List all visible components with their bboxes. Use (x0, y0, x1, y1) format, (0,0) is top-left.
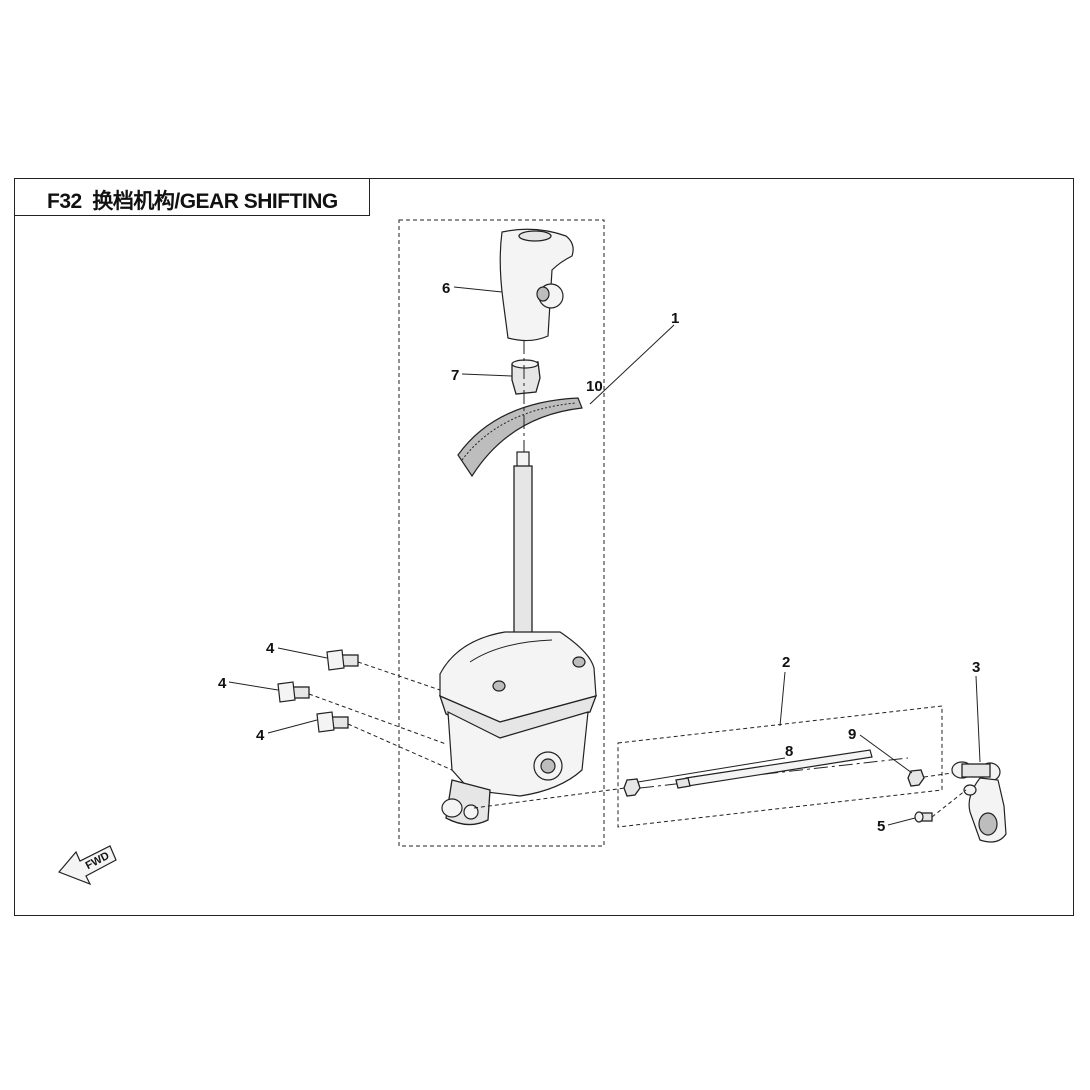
callout-10: 10 (586, 378, 603, 395)
screw-5 (914, 811, 933, 823)
assembly-group-box-1 (398, 219, 605, 847)
leader-5 (887, 817, 916, 826)
callout-4b: 4 (218, 675, 227, 692)
callout-3: 3 (972, 659, 980, 676)
nut-9 (907, 769, 925, 787)
title-code: F32 (47, 190, 82, 213)
title-cn: 换档机构 (92, 190, 175, 213)
leader-4a (277, 647, 328, 659)
bolt-middle (277, 681, 310, 703)
callout-4a: 4 (266, 640, 275, 657)
shift-arm (963, 777, 1007, 843)
assembly-group-box-2 (617, 705, 943, 828)
title-box: F32 换档机构/GEAR SHIFTING (14, 178, 370, 216)
leader-1 (589, 324, 675, 405)
shift-lever-rod (513, 451, 533, 647)
ball-joint (951, 761, 1001, 782)
drawing-frame (14, 178, 1074, 916)
leader-4c (267, 719, 318, 734)
knob-nut (511, 359, 541, 395)
callout-1: 1 (671, 310, 679, 327)
bolt-upper (326, 649, 359, 671)
bolt-lower (316, 711, 349, 733)
nut-8 (623, 778, 641, 797)
callout-8: 8 (785, 743, 793, 760)
callout-2: 2 (782, 654, 790, 671)
leader-4b (228, 681, 279, 691)
linkage-rod (675, 749, 873, 789)
leader-7 (461, 373, 513, 377)
callout-6: 6 (442, 280, 450, 297)
callout-4c: 4 (256, 727, 265, 744)
gear-indicator-plate (457, 397, 583, 478)
leader-6 (453, 286, 503, 293)
fwd-arrow-icon: FWD (57, 845, 117, 886)
callout-9: 9 (848, 726, 856, 743)
page-title: F32 换档机构/GEAR SHIFTING (47, 190, 339, 213)
callout-7: 7 (451, 367, 459, 384)
title-en: GEAR SHIFTING (179, 190, 339, 213)
leader-2 (779, 671, 786, 727)
leader-8 (637, 757, 786, 783)
shifter-housing (438, 631, 598, 826)
shift-knob (499, 228, 574, 342)
leader-9 (859, 734, 913, 774)
callout-5: 5 (877, 818, 885, 835)
leader-3 (975, 675, 981, 763)
